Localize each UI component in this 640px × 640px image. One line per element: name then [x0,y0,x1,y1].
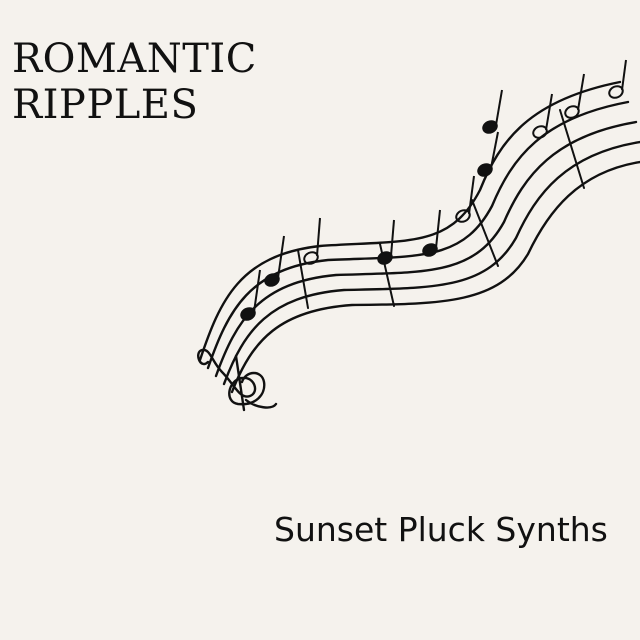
music-note [455,175,475,223]
staff-line [222,140,640,386]
music-note [422,209,441,257]
bar-line [471,199,499,267]
music-note [264,235,285,287]
staff-line [214,120,638,378]
music-staff-illustration [197,59,640,412]
bar-line [297,249,309,309]
album-title: ROMANTIC RIPPLES [12,36,257,128]
bar-lines [297,109,585,309]
staff-line [230,160,640,394]
music-note [477,131,499,177]
staff-lines [198,80,640,394]
music-notes [240,59,627,321]
music-note [303,217,321,265]
music-note [240,269,261,321]
staff-line [198,80,622,362]
staff-line [206,100,630,370]
album-subtitle: Sunset Pluck Synths [274,510,608,549]
music-note [532,93,553,139]
music-note [564,73,585,119]
music-note [377,219,395,265]
album-title-line-1: ROMANTIC [12,36,257,82]
bar-line [559,109,585,189]
album-title-line-2: RIPPLES [12,82,199,128]
music-note [482,89,503,134]
music-note [608,59,627,99]
treble-clef-icon [197,348,278,412]
